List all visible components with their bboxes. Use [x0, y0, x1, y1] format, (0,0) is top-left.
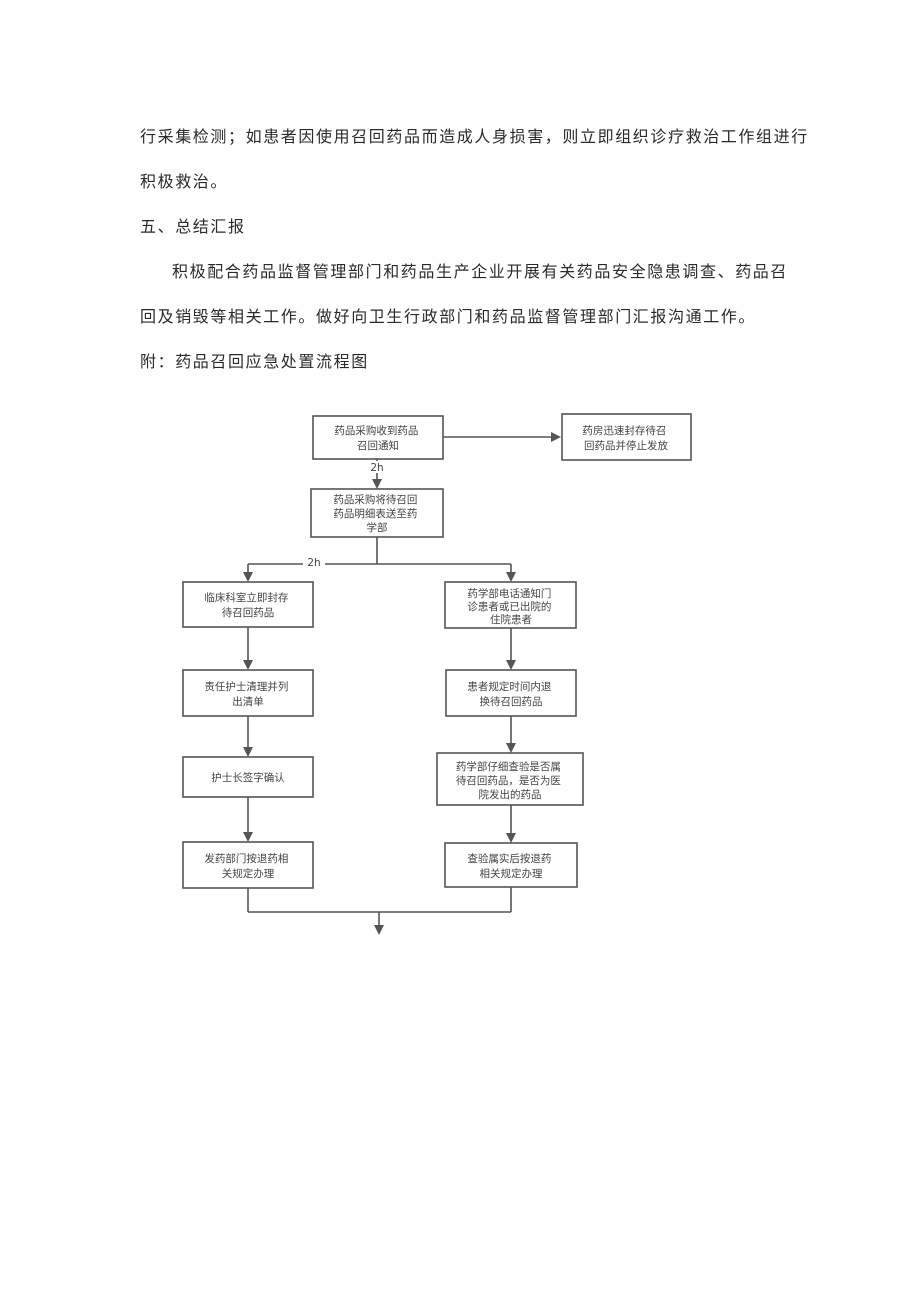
- arrowhead-icon: [551, 432, 561, 442]
- box-right-1-text: 药学部电话通知门 诊患者或已出院的 住院患者: [467, 587, 554, 626]
- arrowhead-icon: [374, 925, 384, 935]
- box-left-2-text: 责任护士清理并列 出清单: [204, 680, 291, 708]
- time-label-bg: [303, 556, 325, 568]
- box-pharmacy-text: 药房迅速封存待召 回药品并停止发放: [582, 424, 669, 452]
- arrowhead-icon: [506, 743, 516, 753]
- box-left-3-text: 护士长签字确认: [211, 771, 285, 784]
- box-left-4: [182, 841, 314, 889]
- box-left-2: [182, 669, 314, 717]
- box-left-1-text: 临床科室立即封存 待召回药品: [204, 591, 291, 619]
- arrowhead-icon: [243, 572, 253, 582]
- paragraph-line: 积极配合药品监督管理部门和药品生产企业开展有关药品安全隐患调查、药品召: [172, 262, 789, 281]
- box-right-2-text: 患者规定时间内退 换待召回药品: [467, 680, 554, 708]
- box-right-3: [436, 752, 584, 806]
- time-label-2: 2h: [307, 557, 320, 569]
- box-start-text: 药品采购收到药品 召回通知: [334, 424, 421, 452]
- arrowhead-icon: [506, 833, 516, 843]
- section-heading: 五、总结汇报: [140, 217, 246, 236]
- box-left-1: [182, 581, 314, 628]
- time-label-bg: [366, 461, 388, 473]
- box-right-4: [444, 842, 578, 888]
- arrowhead-icon: [506, 572, 516, 582]
- arrowhead-icon: [243, 832, 253, 842]
- arrowhead-icon: [372, 479, 382, 489]
- arrowhead-icon: [243, 660, 253, 670]
- box-left-4-text: 发药部门按退药相 关规定办理: [204, 852, 291, 880]
- box-right-2: [445, 669, 577, 717]
- paragraph-line: 行采集检测；如患者因使用召回药品而造成人身损害，则立即组织诊疗救治工作组进行: [140, 127, 809, 146]
- box-pharmacy: [561, 413, 692, 461]
- arrowhead-icon: [506, 660, 516, 670]
- box-submit-text: 药品采购将待召回 药品明细表送至药 学部: [333, 493, 420, 534]
- box-right-4-text: 查验属实后按退药 相关规定办理: [467, 852, 554, 880]
- time-label-1: 2h: [370, 462, 383, 474]
- attachment-title: 附：药品召回应急处置流程图: [140, 352, 369, 371]
- box-start: [312, 415, 444, 460]
- box-right-3-text: 药学部仔细查验是否属 待召回药品，是否为医 院发出的药品: [456, 760, 564, 801]
- paragraph-line: 积极救治。: [140, 172, 229, 191]
- arrowhead-icon: [243, 747, 253, 757]
- paragraph-line: 回及销毁等相关工作。做好向卫生行政部门和药品监督管理部门汇报沟通工作。: [140, 307, 757, 326]
